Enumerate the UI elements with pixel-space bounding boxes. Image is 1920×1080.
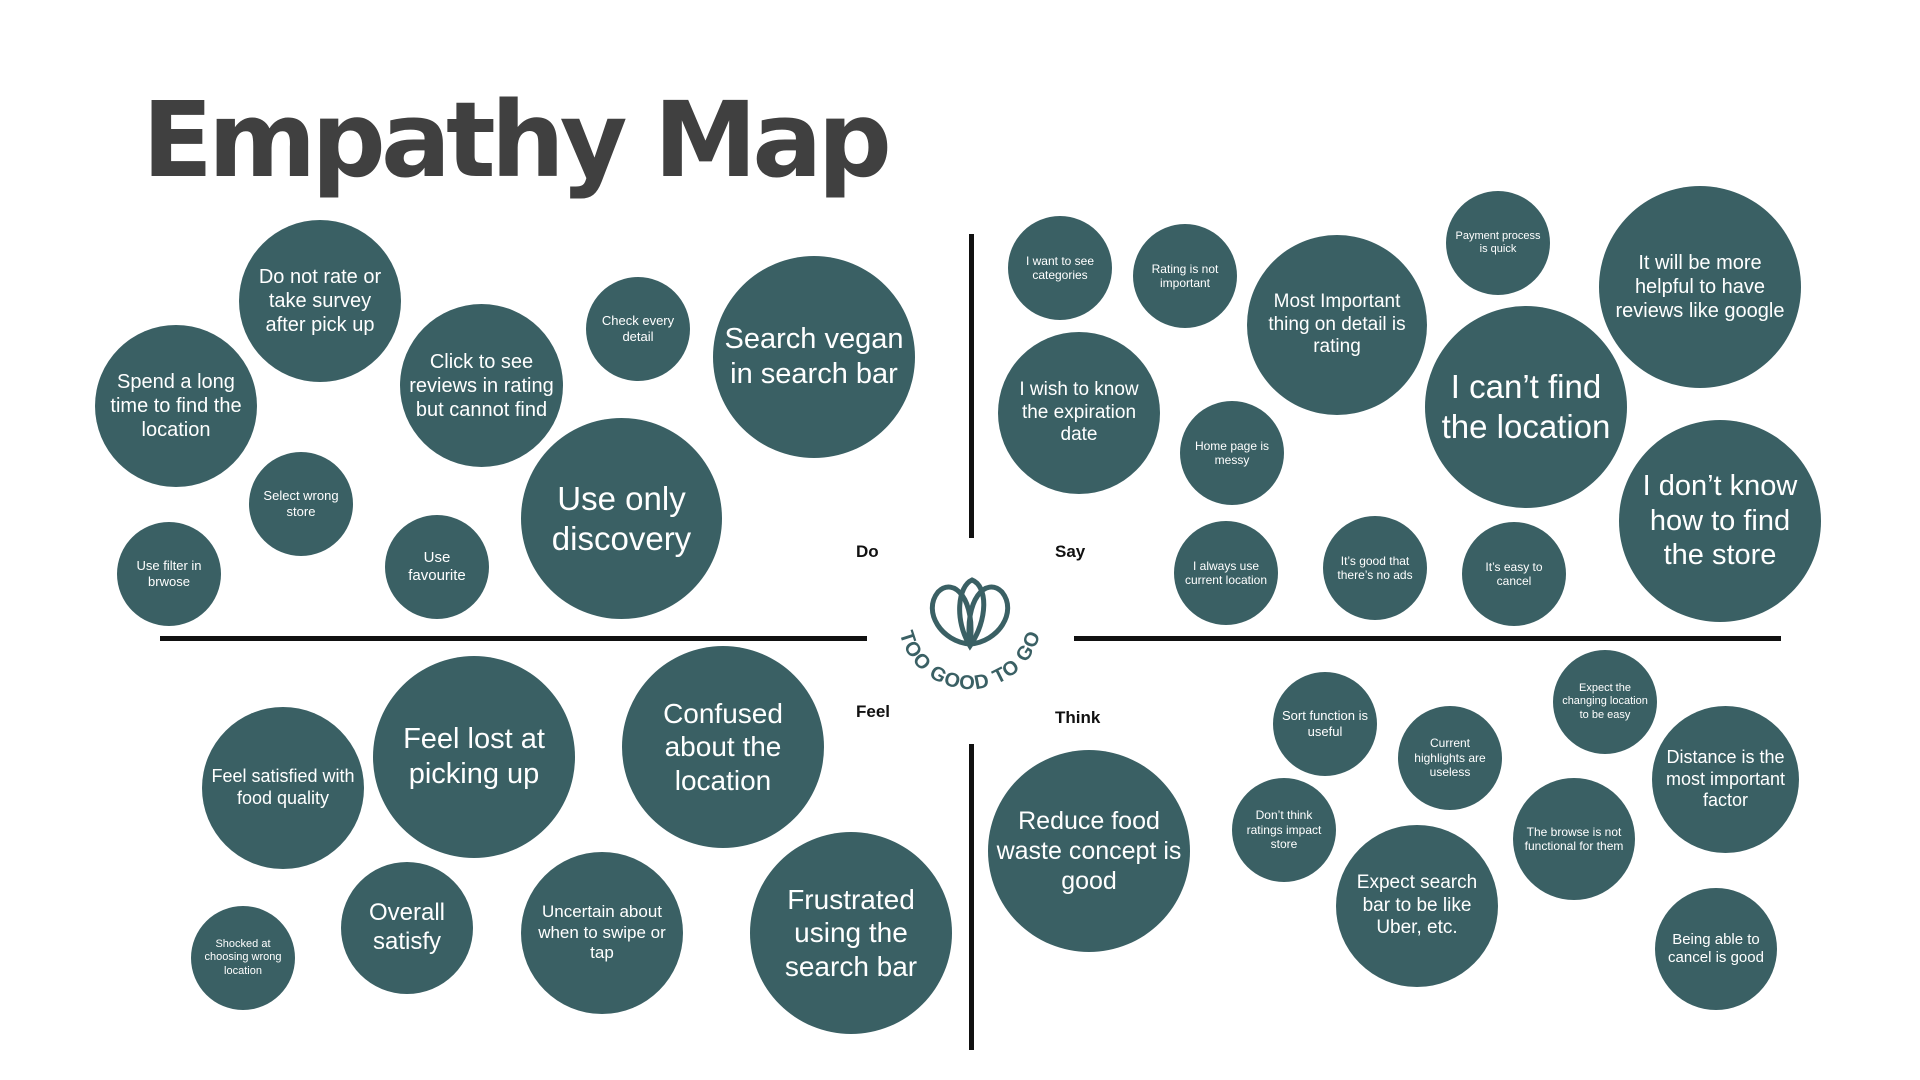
- note-bubble: Select wrong store: [249, 452, 353, 556]
- note-bubble: Sort function is useful: [1273, 672, 1377, 776]
- note-bubble: Don’t think ratings impact store: [1232, 778, 1336, 882]
- too-good-to-go-logo: TOO GOOD TO GO: [895, 577, 1044, 694]
- note-bubble: Expect the changing location to be easy: [1553, 650, 1657, 754]
- note-bubble: Spend a long time to find the location: [95, 325, 257, 487]
- note-bubble: Current highlights are useless: [1398, 706, 1502, 810]
- note-bubble: It’s easy to cancel: [1462, 522, 1566, 626]
- note-bubble: It will be more helpful to have reviews …: [1599, 186, 1801, 388]
- axis-bottom-vertical: [969, 744, 974, 1050]
- axis-right-horizontal: [1074, 636, 1781, 641]
- quadrant-label-think: Think: [1055, 708, 1101, 727]
- note-bubble: Home page is messy: [1180, 401, 1284, 505]
- axis-top-vertical: [969, 234, 974, 538]
- note-bubble: Being able to cancel is good: [1655, 888, 1777, 1010]
- note-bubble: Expect search bar to be like Uber, etc.: [1336, 825, 1498, 987]
- note-bubble: Click to see reviews in rating but canno…: [400, 304, 563, 467]
- quadrant-label-say: Say: [1055, 542, 1086, 561]
- note-bubble: Check every detail: [586, 277, 690, 381]
- note-bubble: Use favourite: [385, 515, 489, 619]
- note-bubble: Search vegan in search bar: [713, 256, 915, 458]
- note-bubble: Most Important thing on detail is rating: [1247, 235, 1427, 415]
- note-bubble: Feel lost at picking up: [373, 656, 575, 858]
- axis-left-horizontal: [160, 636, 867, 641]
- note-bubble: Rating is not important: [1133, 224, 1237, 328]
- note-bubble: Reduce food waste concept is good: [988, 750, 1190, 952]
- note-bubble: I don’t know how to find the store: [1619, 420, 1821, 622]
- note-bubble: Shocked at choosing wrong location: [191, 906, 295, 1010]
- note-bubble: I wish to know the expiration date: [998, 332, 1160, 494]
- quadrant-label-feel: Feel: [856, 702, 891, 721]
- note-bubble: Frustrated using the search bar: [750, 832, 952, 1034]
- logo-petal-center: [957, 577, 987, 651]
- note-bubble: Confused about the location: [622, 646, 824, 848]
- note-bubble: Feel satisfied with food quality: [202, 707, 364, 869]
- logo-petal-right: [966, 584, 1011, 647]
- note-bubble: Payment process is quick: [1446, 191, 1550, 295]
- note-bubble: Use only discovery: [521, 418, 722, 619]
- note-bubble: Use filter in brwose: [117, 522, 221, 626]
- note-bubble: I always use current location: [1174, 521, 1278, 625]
- note-bubble: The browse is not functional for them: [1513, 778, 1635, 900]
- quadrant-label-do: Do: [856, 542, 879, 561]
- page-title: Empathy Map: [142, 79, 892, 201]
- note-bubble: Uncertain about when to swipe or tap: [521, 852, 683, 1014]
- note-bubble: Distance is the most important factor: [1652, 706, 1799, 853]
- note-bubble: Overall satisfy: [341, 862, 473, 994]
- note-bubble: Do not rate or take survey after pick up: [239, 220, 401, 382]
- note-bubble: It’s good that there’s no ads: [1323, 516, 1427, 620]
- note-bubble: I want to see categories: [1008, 216, 1112, 320]
- note-bubble: I can’t find the location: [1425, 306, 1627, 508]
